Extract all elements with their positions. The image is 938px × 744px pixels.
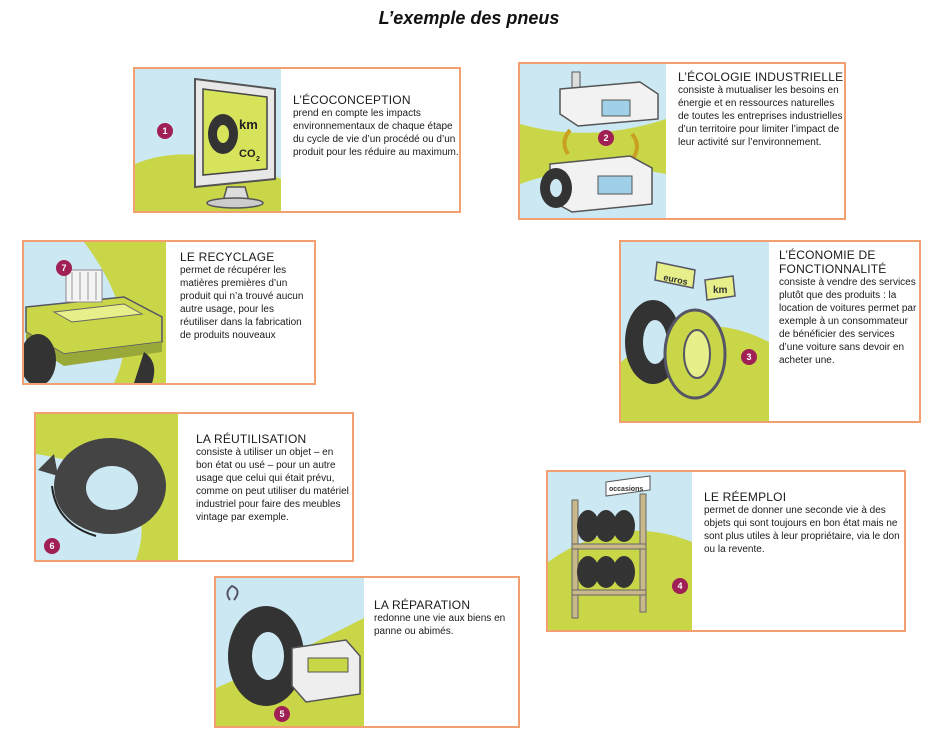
card-text: permet de récupérer les matières premièr… [180, 265, 304, 341]
monitor-tire-icon: km CO 2 [135, 69, 281, 211]
card-title: LE RECYCLAGE [180, 250, 275, 264]
card-title: LA RÉUTILISATION [196, 432, 307, 446]
card-title: LA RÉPARATION [374, 598, 471, 612]
tire-arrow-icon [36, 414, 178, 560]
card-text: consiste à utiliser un objet – en bon ét… [196, 447, 349, 523]
occasions-label: occasions [609, 486, 643, 493]
card-text: permet de donner une seconde vie à des o… [704, 505, 900, 555]
step-badge: 4 [672, 578, 688, 594]
euros-label: euros [663, 272, 689, 287]
card-title: L’ÉCOCONCEPTION [293, 93, 411, 107]
card-economie-fonctionnalite: euros km 3 L’ÉCONOMIE DE FONCTIONNALITÉ … [619, 240, 921, 423]
card-title: L’ÉCONOMIE DE FONCTIONNALITÉ [779, 248, 887, 276]
tire-repair-icon [216, 578, 364, 726]
card-text: prend en compte les impacts environnemen… [293, 108, 459, 158]
page-title: L’exemple des pneus [378, 8, 560, 28]
step-badge: 5 [274, 706, 290, 722]
factories-icon [520, 64, 666, 218]
co2-subscript: 2 [256, 156, 260, 163]
co2-label: CO [239, 148, 256, 160]
card-reutilisation: 6 LA RÉUTILISATION consiste à utiliser u… [34, 412, 354, 562]
km-label: km [713, 285, 728, 296]
step-badge: 2 [598, 130, 614, 146]
card-text: consiste à vendre des services plutôt qu… [779, 277, 917, 366]
card-title: LE RÉEMPLOI [704, 490, 787, 504]
card-ecoconception: km CO 2 1 L’ÉCOCONCEPTION prend en compt… [133, 67, 461, 213]
card-recyclage: 7 LE RECYCLAGE permet de récupérer les m… [22, 240, 316, 385]
card-text: redonne une vie aux biens en panne ou ab… [374, 613, 506, 637]
card-reparation: 5 LA RÉPARATION redonne une vie aux bien… [214, 576, 520, 728]
km-label: km [239, 117, 258, 132]
tire-shelf-icon: occasions [548, 472, 692, 630]
card-reemploi: occasions 4 LE RÉEMPLOI permet de donner… [546, 470, 906, 632]
card-text: consiste à mutualiser les besoins en éne… [678, 85, 843, 148]
recycling-machine-icon [24, 242, 166, 383]
step-badge: 7 [56, 260, 72, 276]
step-badge: 6 [44, 538, 60, 554]
card-title: L’ÉCOLOGIE INDUSTRIELLE [678, 70, 844, 84]
tires-tags-icon: euros km [621, 242, 769, 421]
step-badge: 1 [157, 123, 173, 139]
step-badge: 3 [741, 349, 757, 365]
card-ecologie-industrielle: 2 L’ÉCOLOGIE INDUSTRIELLE consiste à mut… [518, 62, 846, 220]
